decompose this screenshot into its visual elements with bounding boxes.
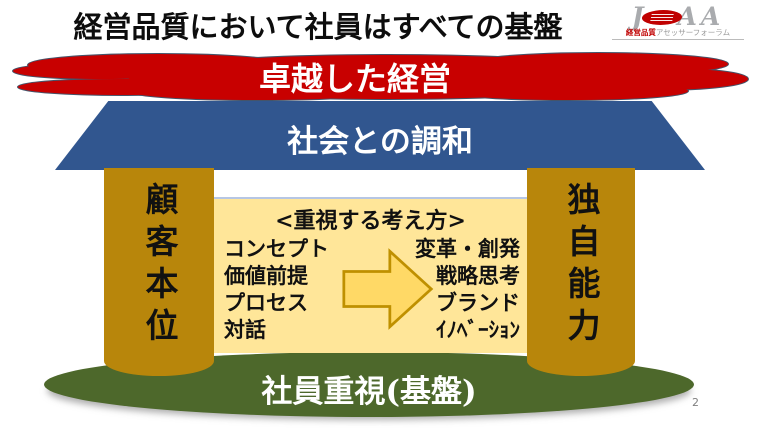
logo-letters-aa: AA <box>677 2 725 31</box>
logo-letter-j: J <box>631 2 648 31</box>
logo-subtitle: 経営品質アセッサーフォーラム <box>612 29 744 40</box>
thinking-box-heading: <重視する考え方> <box>275 208 466 234</box>
cloud-label: 卓越した経営 <box>258 60 451 98</box>
thinking-right-item-3: ブランド <box>436 290 520 315</box>
jqaa-logo-letters: J AA <box>612 2 744 31</box>
roof-label: 社会との調和 <box>287 124 473 160</box>
base-label: 社員重視(基盤) <box>261 374 477 410</box>
page-number: 2 <box>692 396 699 409</box>
pillar-left-label: 顧客本位 <box>140 182 179 350</box>
thinking-right-item-2: 戦略思考 <box>436 263 520 288</box>
thinking-left-item-3: プロセス <box>224 290 308 315</box>
logo-subtitle-red: 経営品質 <box>625 28 656 37</box>
thinking-box: <重視する考え方> コンセプト 価値前提 プロセス 対話 変革・創発 戦略思考 … <box>214 197 527 353</box>
thinking-left-item-2: 価値前提 <box>224 263 308 288</box>
cloud-shape <box>8 50 752 102</box>
thinking-right-item-4: ｲﾉﾍﾞｰｼｮﾝ <box>436 317 520 342</box>
logo-subtitle-gray: アセッサーフォーラム <box>655 28 731 37</box>
pillar-right-label: 独自能力 <box>562 182 601 350</box>
pillar-right: 独自能力 <box>527 168 635 376</box>
cloud-icon <box>12 52 749 101</box>
arrow-right-icon <box>342 245 434 333</box>
thinking-right-list: 変革・創発 戦略思考 ブランド ｲﾉﾍﾞｰｼｮﾝ <box>415 235 520 343</box>
thinking-left-item-1: コンセプト <box>224 236 329 261</box>
pillar-left: 顧客本位 <box>104 168 214 376</box>
thinking-right-item-1: 変革・創発 <box>415 236 520 261</box>
thinking-left-item-4: 対話 <box>224 317 266 342</box>
roof-shape: 社会との調和 <box>55 101 705 170</box>
jqaa-logo: J AA 経営品質アセッサーフォーラム <box>612 2 744 40</box>
thinking-left-list: コンセプト 価値前提 プロセス 対話 <box>224 235 329 343</box>
page-title: 経営品質において社員はすべての基盤 <box>73 10 563 44</box>
